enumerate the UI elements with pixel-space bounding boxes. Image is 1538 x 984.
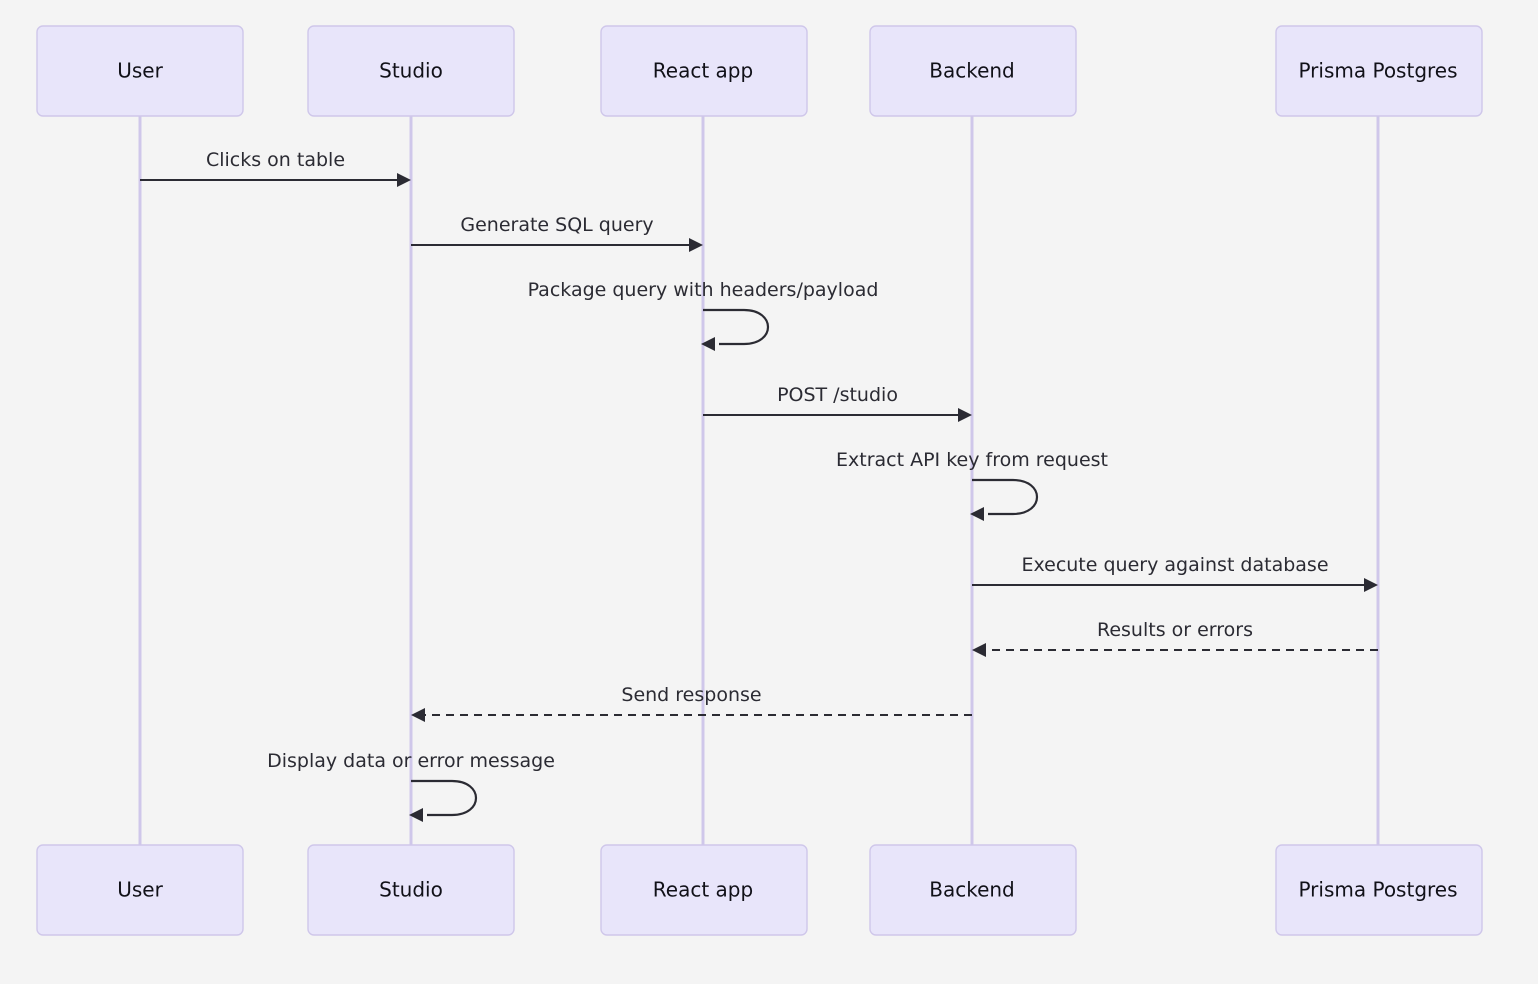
actor-prisma-bottom[interactable]: Prisma Postgres <box>1275 844 1483 936</box>
actor-box-rect <box>36 25 244 117</box>
message-6: Execute query against database <box>972 554 1378 592</box>
actor-react-bottom[interactable]: React app <box>600 844 808 936</box>
self-loop-path <box>972 478 1039 516</box>
actor-box-rect <box>307 844 515 936</box>
message-8: Send response <box>411 684 972 722</box>
arrowhead-icon <box>1364 578 1378 592</box>
actor-label: Studio <box>379 59 443 83</box>
message-4: POST /studio <box>703 384 972 422</box>
actor-label: Studio <box>379 878 443 902</box>
message-label: Generate SQL query <box>460 214 653 236</box>
actor-user-top[interactable]: User <box>36 25 244 117</box>
message-label: Package query with headers/payload <box>528 279 879 301</box>
actor-label: Prisma Postgres <box>1298 878 1457 902</box>
self-loop-path <box>411 779 478 817</box>
actor-backend-bottom[interactable]: Backend <box>869 844 1077 936</box>
message-label: Extract API key from request <box>836 449 1108 471</box>
actor-box-rect <box>307 25 515 117</box>
actor-studio-bottom[interactable]: Studio <box>307 844 515 936</box>
arrowhead-icon <box>701 337 715 351</box>
message-3: Package query with headers/payload <box>528 279 879 351</box>
actor-box-rect <box>36 844 244 936</box>
actor-label: User <box>117 878 163 902</box>
actor-prisma-top[interactable]: Prisma Postgres <box>1275 25 1483 117</box>
arrowhead-icon <box>409 808 423 822</box>
arrowhead-icon <box>972 643 986 657</box>
message-9: Display data or error message <box>267 750 555 822</box>
actor-box-rect <box>600 25 808 117</box>
actor-react-top[interactable]: React app <box>600 25 808 117</box>
message-label: Clicks on table <box>206 149 345 171</box>
arrowhead-icon <box>397 173 411 187</box>
arrowhead-icon <box>970 507 984 521</box>
actor-backend-top[interactable]: Backend <box>869 25 1077 117</box>
actor-label: React app <box>653 59 753 83</box>
actor-boxes-bottom: User Studio React app Backend Prisma Postgre… <box>36 844 1483 936</box>
actor-label: Backend <box>929 59 1015 83</box>
message-7: Results or errors <box>972 619 1378 657</box>
message-label: Execute query against database <box>1021 554 1328 576</box>
actor-label: React app <box>653 878 753 902</box>
arrowhead-icon <box>689 238 703 252</box>
actor-studio-top[interactable]: Studio <box>307 25 515 117</box>
message-5: Extract API key from request <box>836 449 1108 521</box>
message-1: Clicks on table <box>140 149 411 187</box>
actor-box-rect <box>1275 844 1483 936</box>
actor-box-rect <box>869 25 1077 117</box>
message-label: Send response <box>621 684 761 706</box>
message-label: Display data or error message <box>267 750 555 772</box>
arrowhead-icon <box>411 708 425 722</box>
actor-box-rect <box>600 844 808 936</box>
message-2: Generate SQL query <box>411 214 703 252</box>
message-label: Results or errors <box>1097 619 1253 641</box>
self-loop-path <box>703 308 770 346</box>
actor-label: Prisma Postgres <box>1298 59 1457 83</box>
message-label: POST /studio <box>777 384 898 406</box>
actor-box-rect <box>1275 25 1483 117</box>
actor-label: Backend <box>929 878 1015 902</box>
actor-label: User <box>117 59 163 83</box>
lifelines-layer <box>138 116 1380 845</box>
actor-box-rect <box>869 844 1077 936</box>
actor-boxes-top: User Studio React app Backend Prisma Postgre… <box>36 25 1483 117</box>
arrowhead-icon <box>958 408 972 422</box>
actor-user-bottom[interactable]: User <box>36 844 244 936</box>
